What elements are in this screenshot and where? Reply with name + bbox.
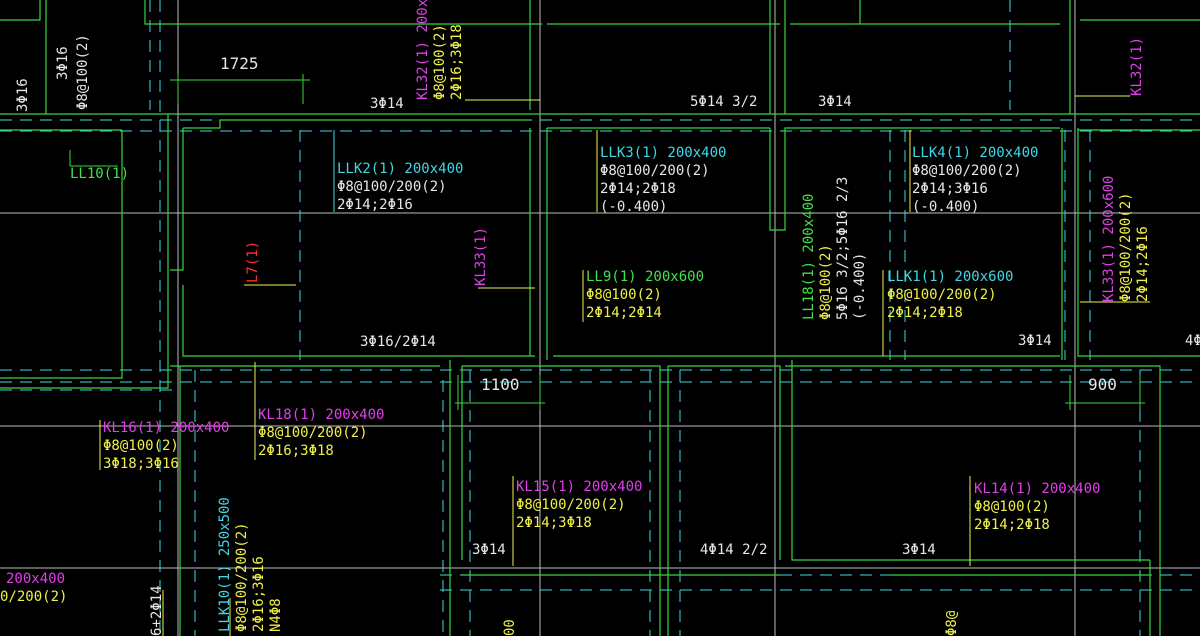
beam-label-l7: L7(1) xyxy=(245,240,261,283)
beam-stirrup-llk3: Φ8@100/200(2) xyxy=(600,163,710,179)
beam-rebar-llk1: 2Φ14;2Φ18 xyxy=(887,305,963,321)
beam-rebar-ll18: 5Φ16 3/2;5Φ16 2/3 xyxy=(835,176,851,320)
rebar-note-bottom-3: 3Φ14 xyxy=(902,542,936,558)
beam-label-kl15: KL15(1) 200x400 xyxy=(516,479,643,495)
beam-rebar-llk3: 2Φ14;2Φ18 xyxy=(600,181,676,197)
rebar-note-edge: 4Φ xyxy=(1185,333,1200,349)
beam-label-llk1: LLK1(1) 200x600 xyxy=(887,269,1014,285)
beam-elevation-ll18: (-0.400) xyxy=(852,252,868,320)
leader-lines xyxy=(69,95,1150,636)
beam-label-kl18: KL18(1) 200x400 xyxy=(258,407,385,423)
beam-stirrup-kl16: Φ8@100(2) xyxy=(103,438,179,454)
rebar-note-top-1: 3Φ14 xyxy=(370,96,404,112)
clipped-note-2: 00 xyxy=(502,619,518,636)
beam-rebar-kl18: 2Φ16;3Φ18 xyxy=(258,443,334,459)
beam-stirrup-kl18: Φ8@100/200(2) xyxy=(258,425,368,441)
beam-label-ll18: LL18(1) 200x400 xyxy=(801,193,817,320)
beam-label-llk3: LLK3(1) 200x400 xyxy=(600,145,727,161)
beam-label-llk2: LLK2(1) 200x400 xyxy=(337,161,464,177)
beam-rebar-llk4: 2Φ14;3Φ16 xyxy=(912,181,988,197)
beam-elevation-llk3: (-0.400) xyxy=(600,199,668,215)
beam-stirrup-kl14: Φ8@100(2) xyxy=(974,499,1050,515)
stirrup-note-phi8: Φ8@100(2) xyxy=(75,34,91,110)
beam-stirrup-bottom-left: 0/200(2) xyxy=(0,589,68,605)
beam-elevation-llk4: (-0.400) xyxy=(912,199,980,215)
beam-label-llk10: LLK10(1) 250x500 xyxy=(217,497,233,632)
beam-label-kl16: KL16(1) 200x400 xyxy=(103,420,230,436)
beam-label-kl33-right: KL33(1) 200x600 xyxy=(1101,175,1117,302)
beam-label-kl33: KL33(1) xyxy=(473,226,489,286)
rebar-note-bottom-left-v: 6+2Φ14 xyxy=(149,585,165,636)
beam-rebar-kl14: 2Φ14;2Φ18 xyxy=(974,517,1050,533)
dimension-1100: 1100 xyxy=(481,375,520,394)
beam-label-llk4: LLK4(1) 200x400 xyxy=(912,145,1039,161)
rebar-note-top-2: 5Φ14 3/2 xyxy=(690,94,758,110)
beam-stirrup-llk4: Φ8@100/200(2) xyxy=(912,163,1022,179)
rebar-note-bottom-2: 4Φ14 2/2 xyxy=(700,542,768,558)
beam-stirrup-llk10: Φ8@100/200(2) xyxy=(234,522,250,632)
dimension-900: 900 xyxy=(1088,375,1117,394)
beam-label-kl14: KL14(1) 200x400 xyxy=(974,481,1101,497)
beam-label-bottom-left: 200x400 xyxy=(6,571,66,587)
beam-stirrup-llk1: Φ8@100/200(2) xyxy=(887,287,997,303)
beam-label-kl32-top: KL32(1) 200x60 xyxy=(415,0,431,100)
beam-stirrup-kl33-right: Φ8@100/200(2) xyxy=(1118,192,1134,302)
clipped-note-1: Φ8@ xyxy=(944,610,960,636)
beam-rebar-kl15: 2Φ14;3Φ18 xyxy=(516,515,592,531)
beam-stirrup-kl15: Φ8@100/200(2) xyxy=(516,497,626,513)
rebar-note-bottom-1: 3Φ14 xyxy=(472,542,506,558)
rebar-note-top-3: 3Φ14 xyxy=(818,94,852,110)
beam-rebar-kl32-top: 2Φ16;3Φ18 xyxy=(449,24,465,100)
rebar-note-3phi16-left: 3Φ16 xyxy=(15,78,31,112)
beam-side-rebar-llk10: N4Φ8 xyxy=(268,598,284,632)
rebar-note-mid-2: 3Φ14 xyxy=(1018,333,1052,349)
beam-rebar-llk10: 2Φ16;3Φ16 xyxy=(251,556,267,632)
beam-stirrup-kl32-top: Φ8@100(2) xyxy=(432,24,448,100)
beam-rebar-kl16: 3Φ18;3Φ16 xyxy=(103,456,179,472)
beam-rebar-ll9: 2Φ14;2Φ14 xyxy=(586,305,662,321)
dimension-lines xyxy=(170,74,1145,410)
beam-label-ll9: LL9(1) 200x600 xyxy=(586,269,705,285)
beam-stirrup-llk2: Φ8@100/200(2) xyxy=(337,179,447,195)
beam-stirrup-ll9: Φ8@100(2) xyxy=(586,287,662,303)
dimension-1725: 1725 xyxy=(220,54,259,73)
beam-label-kl32-right: KL32(1) xyxy=(1129,36,1145,96)
beam-rebar-kl33-right: 2Φ14;2Φ16 xyxy=(1135,226,1151,302)
beam-label-ll10: LL10(1) xyxy=(70,166,130,182)
rebar-note-mid-1: 3Φ16/2Φ14 xyxy=(360,334,436,350)
rebar-note-3phi16: 3Φ16 xyxy=(55,46,71,80)
beam-rebar-llk2: 2Φ14;2Φ16 xyxy=(337,197,413,213)
beam-stirrup-ll18: Φ8@100(2) xyxy=(818,244,834,320)
